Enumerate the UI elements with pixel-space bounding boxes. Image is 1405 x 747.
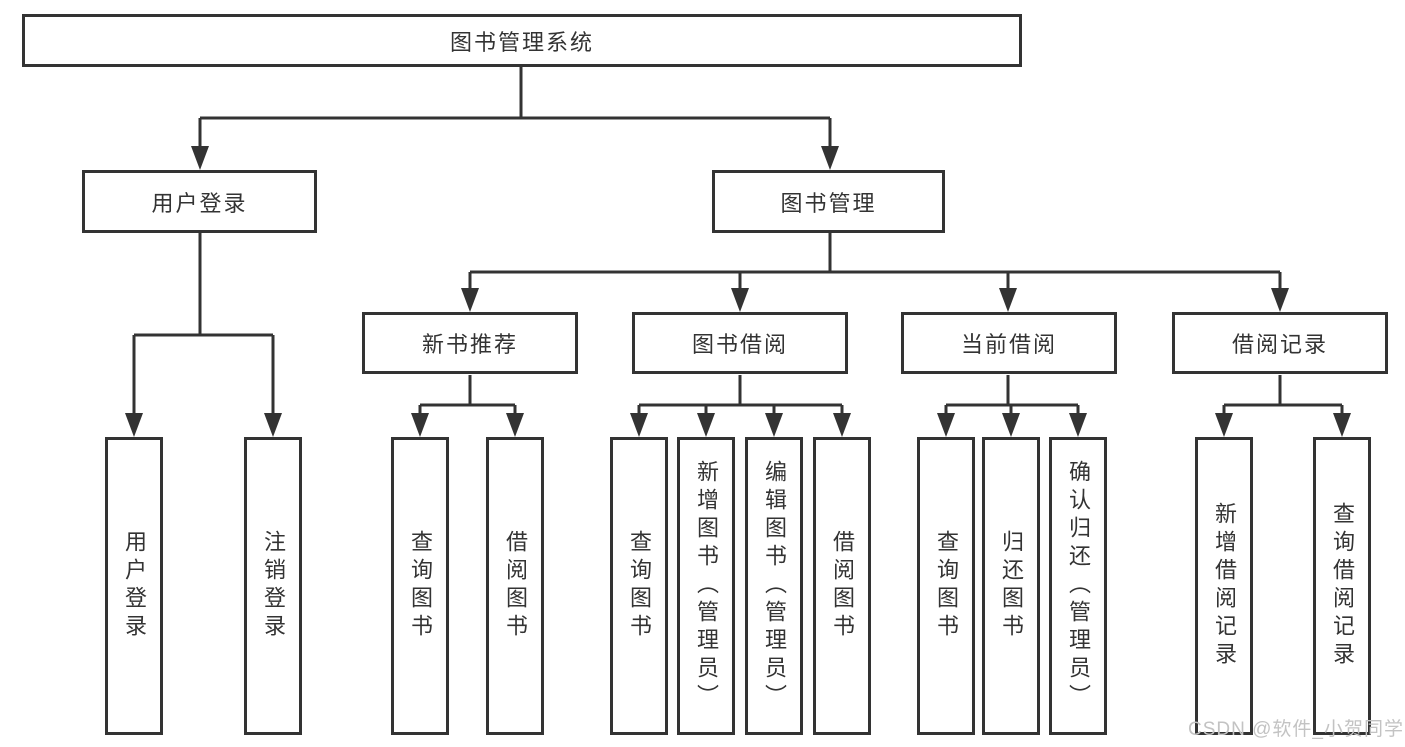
csdn-watermark: CSDN @软件_小贺同学 [1188,719,1404,740]
node-label: 借阅记录 [1231,332,1328,357]
node-label: 确认归还（管理员） [1066,460,1091,712]
node-book-borrowing: 图书借阅 [632,312,848,374]
node-label: 查询图书 [934,530,959,642]
node-label: 新增图书（管理员） [694,460,719,712]
node-label: 查询图书 [408,530,433,642]
node-library-management-system: 图书管理系统 [22,14,1022,67]
node-label: 新增借阅记录 [1212,502,1237,670]
leaf-borrow-books: 借阅图书 [813,437,871,735]
leaf-add-borrow-record: 新增借阅记录 [1195,437,1253,735]
node-label: 用户登录 [151,190,248,216]
leaf-edit-books-admin: 编辑图书（管理员） [745,437,803,735]
node-new-book-recommendation: 新书推荐 [362,312,578,374]
node-label: 新书推荐 [421,332,518,357]
leaf-borrow-books: 借阅图书 [486,437,544,735]
node-label: 用户登录 [122,530,147,642]
node-label: 当前借阅 [960,332,1057,357]
leaf-query-books: 查询图书 [610,437,668,735]
node-book-management: 图书管理 [712,170,945,233]
leaf-add-books-admin: 新增图书（管理员） [677,437,735,735]
node-label: 注销登录 [261,530,286,642]
node-label: 编辑图书（管理员） [762,460,787,712]
leaf-confirm-return-admin: 确认归还（管理员） [1049,437,1107,735]
node-borrowing-records: 借阅记录 [1172,312,1388,374]
node-label: 查询借阅记录 [1330,502,1355,670]
leaf-return-books: 归还图书 [982,437,1040,735]
leaf-user-login: 用户登录 [105,437,163,735]
leaf-query-books: 查询图书 [917,437,975,735]
node-label: 借阅图书 [830,530,855,642]
node-user-login: 用户登录 [82,170,317,233]
node-label: 查询图书 [627,530,652,642]
node-label: 图书借阅 [691,332,788,357]
node-label: 借阅图书 [503,530,528,642]
node-label: 图书管理系统 [449,29,594,55]
node-current-borrowing: 当前借阅 [901,312,1117,374]
leaf-logout: 注销登录 [244,437,302,735]
node-label: 图书管理 [780,190,877,216]
leaf-query-books: 查询图书 [391,437,449,735]
node-label: 归还图书 [999,530,1024,642]
leaf-query-borrow-record: 查询借阅记录 [1313,437,1371,735]
